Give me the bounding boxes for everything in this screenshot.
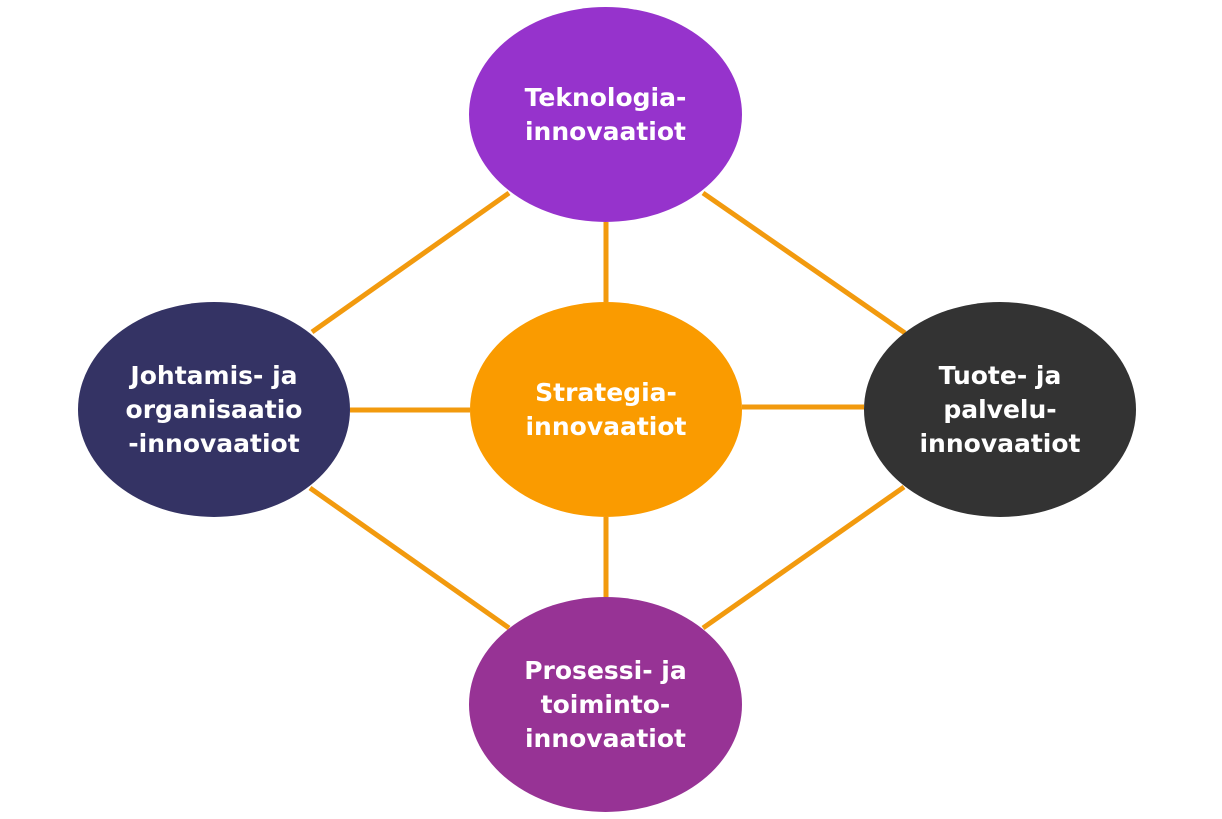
node-label-right: Tuote- ja palvelu- innovaatiot: [919, 360, 1081, 458]
node-label-bottom: Prosessi- ja toiminto- innovaatiot: [524, 655, 687, 753]
node-prosessi-ja-toimintoinnovaatiot: Prosessi- ja toiminto- innovaatiot: [469, 597, 742, 812]
node-johtamis-ja-organisaatioinnovaatiot: Johtamis- ja organisaatio -innovaatiot: [78, 302, 350, 517]
node-label-top: Teknologia- innovaatiot: [524, 82, 687, 146]
node-label-center: Strategia- innovaatiot: [525, 377, 687, 441]
connector-top-left: [310, 190, 511, 335]
node-label-left: Johtamis- ja organisaatio -innovaatiot: [125, 360, 303, 458]
connector-right-bottom: [701, 484, 906, 631]
node-teknologia-innovaatiot: Teknologia- innovaatiot: [469, 7, 742, 222]
connector-left-bottom: [308, 485, 511, 631]
node-strategia-innovaatiot: Strategia- innovaatiot: [470, 302, 742, 517]
connector-top-right: [701, 190, 907, 336]
node-tuote-ja-palveluinnovaatiot: Tuote- ja palvelu- innovaatiot: [864, 302, 1136, 517]
